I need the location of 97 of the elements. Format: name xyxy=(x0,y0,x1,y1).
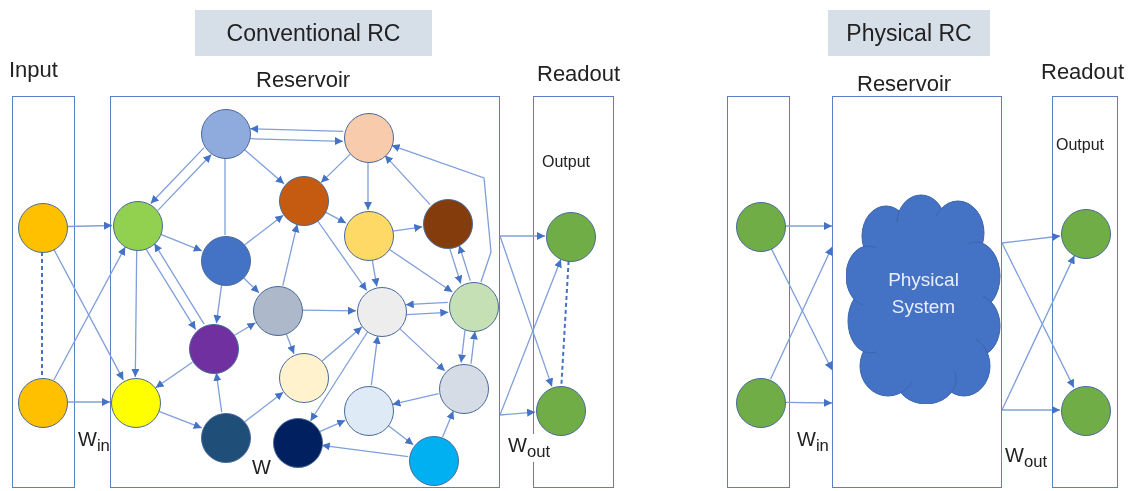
arrow xyxy=(390,144,492,283)
arrow xyxy=(384,154,431,206)
neuron-circle xyxy=(423,199,473,249)
neuron-circle xyxy=(189,324,239,374)
neuron-circle xyxy=(439,364,489,414)
arrow xyxy=(405,308,449,317)
neuron-circle xyxy=(409,436,459,486)
title-banner: Physical RC xyxy=(828,10,990,56)
neuron-circle xyxy=(536,386,586,436)
arrow xyxy=(320,153,351,184)
arrow xyxy=(1001,254,1076,411)
arrow xyxy=(405,300,449,309)
arrow xyxy=(441,410,455,438)
arrow xyxy=(242,276,260,294)
layer-heading: Reservoir xyxy=(256,67,351,93)
neuron-circle xyxy=(279,176,329,226)
neuron-circle xyxy=(344,386,394,436)
dashed-line xyxy=(41,251,43,378)
arrow xyxy=(243,148,285,185)
arrow xyxy=(244,214,284,246)
layer-heading: Input xyxy=(9,57,58,83)
arrow xyxy=(213,284,223,324)
arrow xyxy=(150,146,205,205)
arrow xyxy=(398,327,446,372)
arrow xyxy=(145,248,197,331)
arrow xyxy=(469,330,478,365)
arrow xyxy=(387,424,414,446)
arrow xyxy=(316,219,368,292)
arrow xyxy=(157,153,212,212)
neuron-circle xyxy=(546,212,596,262)
arrow xyxy=(157,410,203,429)
arrow xyxy=(282,223,300,287)
neuron-circle xyxy=(111,378,161,428)
neuron-circle xyxy=(18,378,68,428)
arrow xyxy=(1001,242,1075,389)
neuron-circle xyxy=(253,286,303,336)
connector-line xyxy=(224,157,226,236)
arrow xyxy=(1001,406,1061,414)
neuron-circle xyxy=(113,201,163,251)
arrow xyxy=(784,222,833,230)
arrow xyxy=(285,332,295,355)
arrow xyxy=(301,306,357,315)
neuron-circle xyxy=(273,418,323,468)
arrow xyxy=(457,244,471,282)
arrow xyxy=(309,331,369,422)
arrow xyxy=(233,322,257,336)
cloud-label: Physical System xyxy=(887,268,960,319)
neuron-circle xyxy=(18,203,68,253)
arrow xyxy=(153,242,205,325)
arrow xyxy=(388,248,453,293)
neuron-circle xyxy=(201,413,251,463)
neuron-circle xyxy=(1061,386,1111,436)
layer-heading: Readout xyxy=(537,61,621,87)
arrow xyxy=(213,372,223,413)
arrow xyxy=(370,335,381,386)
arrow xyxy=(449,247,463,285)
arrow xyxy=(392,224,423,232)
arrow xyxy=(66,398,111,406)
layer-heading: Readout xyxy=(1041,59,1125,85)
arrow xyxy=(458,329,467,364)
arrow xyxy=(391,392,440,407)
neuron-circle xyxy=(357,287,407,337)
layer-heading: Reservoir xyxy=(857,71,952,97)
arrow xyxy=(249,137,344,146)
arrow xyxy=(319,419,346,433)
arrow xyxy=(371,258,380,288)
arrow xyxy=(324,211,347,224)
neuron-circle xyxy=(201,236,251,286)
arrow xyxy=(321,326,363,362)
layer-label: Output xyxy=(1056,136,1105,154)
weight-label: W$_{out}$ xyxy=(508,434,551,462)
layer-label: Output xyxy=(542,153,591,171)
arrow xyxy=(1001,233,1061,244)
dashed-line xyxy=(560,260,570,386)
neuron-circle xyxy=(279,353,329,403)
arrow xyxy=(244,391,284,423)
arrow xyxy=(131,249,140,378)
neuron-circle xyxy=(201,109,251,159)
title-banner: Conventional RC xyxy=(195,10,432,56)
arrow xyxy=(499,258,562,416)
neuron-circle xyxy=(344,211,394,261)
arrow xyxy=(499,232,546,240)
neuron-circle xyxy=(449,282,499,332)
arrow xyxy=(499,235,554,388)
neuron-circle xyxy=(1061,209,1111,259)
input-layer-box xyxy=(727,96,790,488)
arrow xyxy=(321,442,409,458)
arrow xyxy=(159,233,203,252)
neuron-circle xyxy=(736,378,786,428)
arrow xyxy=(499,408,536,417)
arrow xyxy=(66,221,113,230)
arrow xyxy=(249,124,344,133)
arrow xyxy=(784,398,833,407)
arrow xyxy=(154,361,194,389)
neuron-circle xyxy=(736,202,786,252)
arrow xyxy=(364,161,372,211)
neuron-circle xyxy=(344,113,394,163)
